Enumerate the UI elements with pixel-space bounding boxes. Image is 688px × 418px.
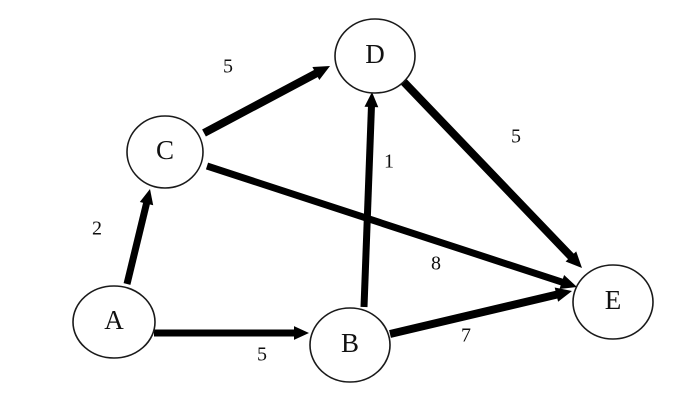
arrowhead-icon — [565, 251, 582, 268]
edge-shaft — [123, 201, 151, 285]
node-label-d: D — [365, 39, 385, 69]
edges-layer — [123, 66, 582, 340]
node-circle-b[interactable] — [309, 307, 391, 383]
edge-a-b — [154, 326, 309, 340]
edge-d-e — [398, 76, 582, 268]
edge-weight-labels-layer: 2 5 5 8 1 7 5 — [92, 56, 521, 366]
edge-shaft — [202, 69, 319, 137]
edge-c-e — [205, 162, 577, 289]
edge-b-e — [389, 287, 572, 338]
edge-shaft — [398, 76, 575, 261]
node-circle-d[interactable] — [334, 18, 416, 94]
node-circle-e[interactable] — [572, 264, 654, 340]
edge-c-d — [202, 66, 330, 137]
node-label-b: B — [341, 328, 359, 358]
node-label-c: C — [156, 135, 174, 165]
node-b[interactable]: B — [309, 307, 391, 383]
arrowhead-icon — [294, 326, 309, 340]
edge-weight-b-e: 7 — [461, 325, 471, 347]
arrowhead-icon — [139, 189, 154, 206]
edge-weight-a-b: 5 — [257, 344, 267, 366]
edge-shaft — [389, 290, 559, 338]
nodes-layer: A B C D E — [72, 18, 654, 383]
node-circle-a[interactable] — [72, 285, 156, 359]
edge-weight-c-e: 8 — [431, 253, 441, 275]
edge-shaft — [360, 105, 375, 308]
arrowhead-icon — [554, 287, 572, 302]
edge-a-c — [123, 189, 154, 285]
node-e[interactable]: E — [572, 264, 654, 340]
edge-weight-b-d: 1 — [384, 151, 394, 173]
node-circle-c[interactable] — [126, 115, 204, 189]
edge-weight-c-d: 5 — [223, 56, 233, 78]
edge-weight-a-c: 2 — [92, 218, 102, 240]
node-a[interactable]: A — [72, 285, 156, 359]
arrowhead-icon — [559, 275, 577, 289]
edge-shaft — [205, 162, 565, 286]
edge-weight-d-e: 5 — [511, 126, 521, 148]
node-d[interactable]: D — [334, 18, 416, 94]
arrowhead-icon — [312, 66, 330, 80]
node-label-e: E — [605, 285, 622, 315]
arrowhead-icon — [364, 92, 379, 108]
node-c[interactable]: C — [126, 115, 204, 189]
node-label-a: A — [104, 305, 124, 335]
edge-b-d — [360, 92, 379, 308]
